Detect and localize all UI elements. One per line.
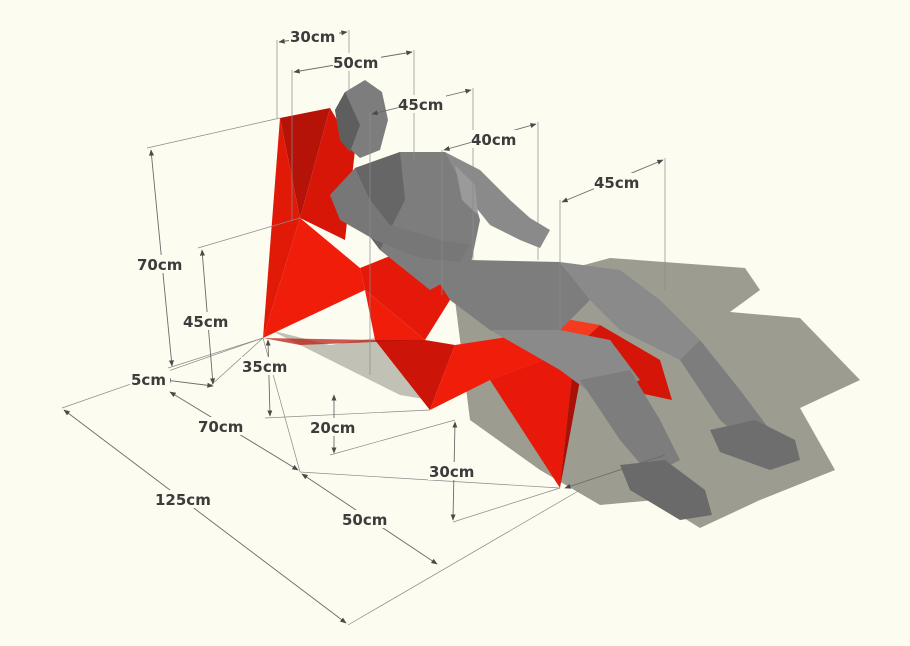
chair-seat-bottom [375, 340, 455, 410]
label-back-height-45: 45cm [183, 313, 228, 331]
label-front-30: 30cm [429, 463, 474, 481]
label-total-length-125: 125cm [155, 491, 211, 509]
chair-backrest-lower [263, 218, 365, 338]
label-offset-5: 5cm [131, 371, 166, 389]
figure-right-foot [710, 420, 800, 470]
dim-line-5 [164, 378, 214, 388]
dim-line-35 [265, 339, 273, 417]
figure-right-thigh [560, 262, 700, 360]
figure-left-shin [580, 370, 680, 475]
figure-left-arm [330, 168, 470, 262]
label-top-width-50: 50cm [333, 54, 378, 72]
label-seat-depth-45-upper: 45cm [398, 96, 443, 114]
label-offset-35: 35cm [242, 358, 287, 376]
label-base-50: 50cm [342, 511, 387, 529]
figure-head-shade [335, 92, 360, 152]
label-seat-depth-40: 40cm [471, 131, 516, 149]
figure-right-arm [445, 152, 550, 248]
dimension-labels: 30cm 50cm 45cm 40cm 45cm 70cm 45cm 35cm … [130, 27, 642, 529]
chair-front-left [490, 348, 575, 488]
dim-line-front-edge [564, 454, 666, 489]
label-height-20: 20cm [310, 419, 355, 437]
chair-backrest-left [263, 118, 300, 338]
chair-front-right [560, 348, 580, 488]
dim-line-125 [63, 409, 347, 624]
figure-hips [430, 260, 590, 330]
chair-base-edge [263, 338, 425, 345]
label-top-width-30: 30cm [290, 28, 335, 46]
human-figure [330, 80, 800, 520]
label-seat-depth-45-front: 45cm [594, 174, 639, 192]
label-base-70: 70cm [198, 418, 243, 436]
label-back-height-70: 70cm [137, 256, 182, 274]
figure-highlight [455, 165, 478, 215]
figure-left-foot [620, 460, 712, 520]
chair-backrest-back [280, 108, 330, 218]
